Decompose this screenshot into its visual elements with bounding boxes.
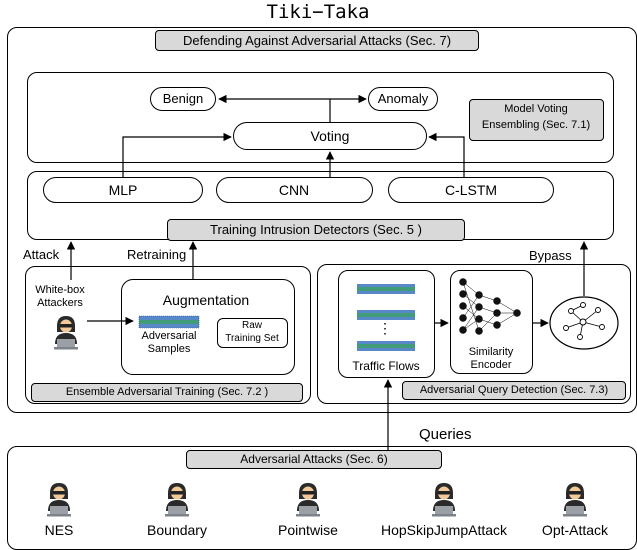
ensembling-line2: Ensembling (Sec. 7.1)	[481, 119, 591, 131]
raw-line2: Training Set	[225, 333, 279, 344]
adv-samples-line1: Adversarial	[141, 330, 197, 342]
adv-samples-line2: Samples	[147, 343, 191, 355]
attackers-line2: Attackers	[37, 297, 83, 309]
mlp-node	[43, 177, 203, 203]
attack-label: Attack	[23, 247, 60, 262]
clstm-label: C-LSTM	[444, 182, 498, 198]
cnn-node	[216, 177, 373, 203]
training-label-box	[167, 219, 465, 241]
attack-name-nes: NES	[44, 522, 74, 538]
attacks-label: Adversarial Attacks (Sec. 6)	[240, 452, 388, 466]
cnn-label: CNN	[278, 182, 310, 198]
bypass-label: Bypass	[529, 248, 572, 263]
diagram-title: Tiki−Taka	[266, 1, 370, 23]
ensembling-line1: Model Voting	[504, 103, 568, 115]
boundary-attacker-icon	[165, 483, 189, 517]
defense-banner: Defending Against Adversarial Attacks (S…	[182, 33, 452, 48]
attack-name-pointwise: Pointwise	[278, 522, 338, 538]
opt-attack-attacker-icon	[563, 483, 587, 517]
benign-node	[150, 87, 216, 111]
similarity-graph-icon	[549, 296, 619, 350]
queries-label: Queries	[419, 426, 472, 443]
attack-name-hopskipjump: HopSkipJumpAttack	[380, 522, 508, 538]
hopskipjump-attacker-icon	[432, 483, 456, 517]
attacks-label-box	[186, 450, 442, 469]
nes-attacker-icon	[47, 483, 71, 517]
encoder-line2: Encoder	[470, 359, 512, 371]
defense-banner-box	[155, 30, 479, 51]
ensemble-training-label-box	[31, 383, 303, 402]
traffic-ellipsis: ⋮	[378, 320, 392, 336]
attack-name-opt-attack: Opt-Attack	[541, 522, 609, 538]
clstm-node	[388, 177, 554, 203]
anomaly-node	[368, 87, 438, 111]
edge-mlp-to-voting	[122, 132, 232, 177]
anomaly-label: Anomaly	[377, 91, 429, 106]
query-detection-label-box	[402, 381, 626, 400]
adversarial-samples-noise-icon	[138, 315, 200, 329]
raw-training-set-box	[217, 318, 288, 348]
raw-line1: Raw	[241, 320, 263, 331]
pointwise-attacker-icon	[296, 483, 320, 517]
query-detection-label: Adversarial Query Detection (Sec. 7.3)	[419, 384, 609, 396]
training-label: Training Intrusion Detectors (Sec. 5 )	[210, 222, 422, 237]
traffic-flows-label: Traffic Flows	[352, 359, 420, 373]
attack-name-boundary: Boundary	[147, 522, 207, 538]
encoder-line1: Similarity	[468, 346, 514, 358]
white-box-attacker-icon	[54, 316, 78, 350]
ensemble-training-label: Ensemble Adversarial Training (Sec. 7.2 …	[65, 386, 269, 398]
voting-label: Voting	[310, 128, 350, 144]
benign-label: Benign	[162, 91, 204, 106]
similarity-encoder-frame	[450, 270, 533, 374]
traffic-flow-noise-icons	[357, 284, 415, 351]
voting-node	[233, 122, 427, 150]
augmentation-label: Augmentation	[162, 292, 250, 308]
neural-network-icon	[459, 278, 521, 335]
edge-clstm-to-voting	[428, 132, 465, 177]
mlp-label: MLP	[108, 182, 138, 198]
retraining-label: Retraining	[127, 247, 187, 262]
attackers-line1: White-box	[35, 284, 85, 296]
ensembling-label-box	[469, 99, 604, 141]
